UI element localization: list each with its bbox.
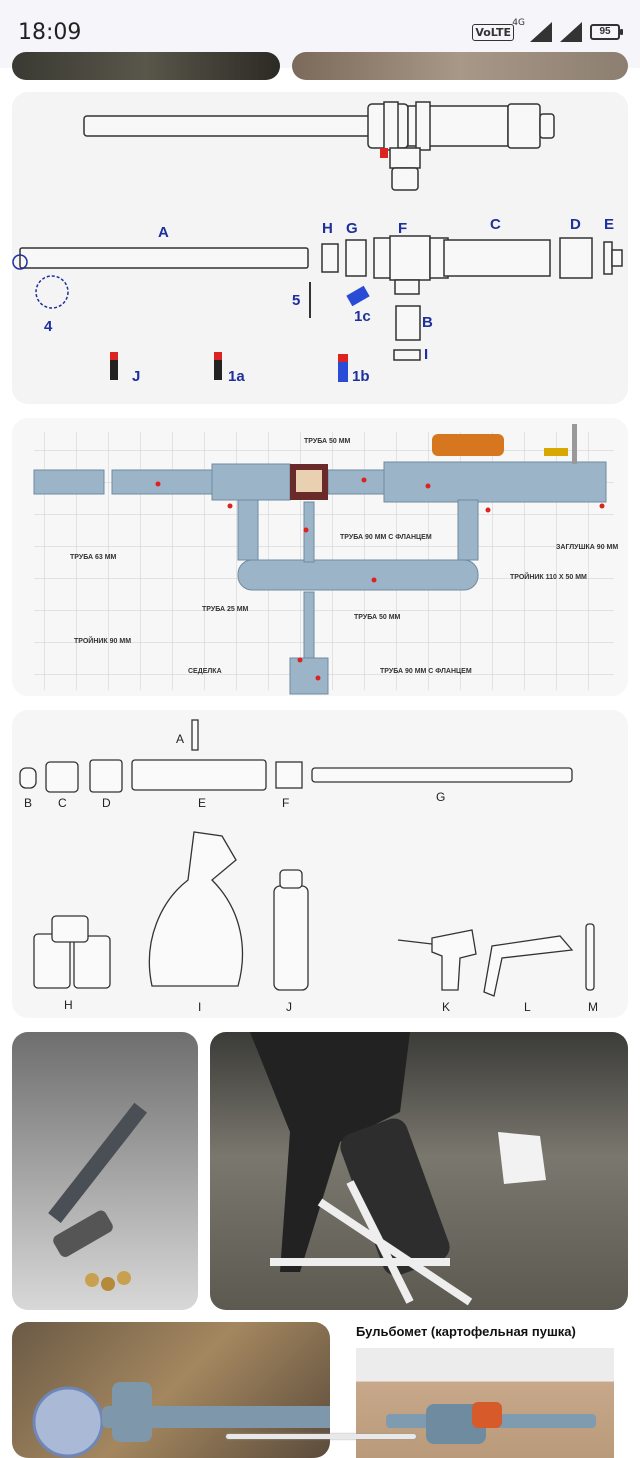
label-tool-e: E xyxy=(198,796,207,810)
image-result-parts-diagram[interactable]: A H G F C D E 5 4 B I 1c J 1a 1b xyxy=(12,92,628,404)
label-tool-k: K xyxy=(442,1000,451,1014)
label-tool-i: I xyxy=(198,1000,202,1014)
label-g: G xyxy=(346,220,358,237)
image-result-top-right[interactable] xyxy=(292,52,628,80)
outdoor-launch-drawing xyxy=(250,1032,546,1306)
label-i: I xyxy=(424,346,429,363)
label-pipe90-flange-top: ТРУБА 90 ММ С ФЛАНЦЕМ xyxy=(340,534,432,541)
label-tool-c: C xyxy=(58,796,67,810)
label-pipe25: ТРУБА 25 ММ xyxy=(202,606,249,613)
label-pipe50-top: ТРУБА 50 ММ xyxy=(304,438,351,445)
result-card-thumbnail[interactable] xyxy=(356,1348,614,1458)
label-4: 4 xyxy=(44,318,53,335)
image-result-outdoor-launch[interactable] xyxy=(210,1032,628,1310)
label-tee110: ТРОЙНИК 110 Х 50 ММ xyxy=(510,574,587,581)
label-d: D xyxy=(570,216,581,233)
label-1b: 1b xyxy=(352,368,370,385)
label-j: J xyxy=(132,368,141,385)
parts-tools-drawing xyxy=(19,719,595,997)
signal-icon xyxy=(530,22,552,42)
label-f: F xyxy=(398,220,408,237)
label-b: B xyxy=(422,314,433,331)
label-tool-j: J xyxy=(286,1000,292,1014)
label-tool-g: G xyxy=(436,790,446,804)
label-pipe63: ТРУБА 63 ММ xyxy=(70,554,117,561)
label-tool-h: H xyxy=(64,998,73,1012)
image-result-top-left[interactable] xyxy=(12,52,280,80)
thumbnail-drawing xyxy=(386,1402,596,1444)
leaves-drawing xyxy=(32,1382,330,1458)
launcher-studio-drawing xyxy=(48,1102,147,1291)
result-caption[interactable]: Бульбомет (картофельная пушка) xyxy=(356,1324,576,1339)
image-result-schematic[interactable]: ТРУБА 50 ММ ТРУБА 63 ММ ТРУБА 90 ММ С ФЛ… xyxy=(12,418,628,696)
home-indicator[interactable] xyxy=(226,1434,416,1439)
label-tee90: ТРОЙНИК 90 ММ xyxy=(74,638,132,645)
label-pipe90-flange-bottom: ТРУБА 90 ММ С ФЛАНЦЕМ xyxy=(380,668,472,675)
label-tool-m: M xyxy=(588,1000,598,1014)
label-c: C xyxy=(490,216,501,233)
label-tool-a: A xyxy=(176,732,185,746)
label-pipe50-bottom: ТРУБА 50 ММ xyxy=(354,614,401,621)
label-tool-d: D xyxy=(102,796,111,810)
label-saddle: СЕДЕЛКА xyxy=(188,668,222,675)
label-1c: 1c xyxy=(354,308,371,325)
schematic-drawing xyxy=(33,424,614,695)
label-5: 5 xyxy=(292,292,301,309)
label-e: E xyxy=(604,216,615,233)
parts-diagram-drawing xyxy=(12,101,623,382)
label-h: H xyxy=(322,220,333,237)
label-a: A xyxy=(158,224,169,241)
label-tool-l: L xyxy=(524,1000,531,1014)
label-tool-f: F xyxy=(282,796,290,810)
battery-icon: 95 xyxy=(590,24,623,40)
signal-icon-2 xyxy=(560,22,582,42)
label-cap90: ЗАГЛУШКА 90 ММ xyxy=(556,544,619,551)
image-result-launcher-studio[interactable] xyxy=(12,1032,198,1310)
label-1a: 1a xyxy=(228,368,245,385)
image-result-parts-tools[interactable]: A B C D E F G H I J K L M xyxy=(12,710,628,1018)
label-tool-b: B xyxy=(24,796,33,810)
status-time: 18:09 xyxy=(18,20,82,45)
